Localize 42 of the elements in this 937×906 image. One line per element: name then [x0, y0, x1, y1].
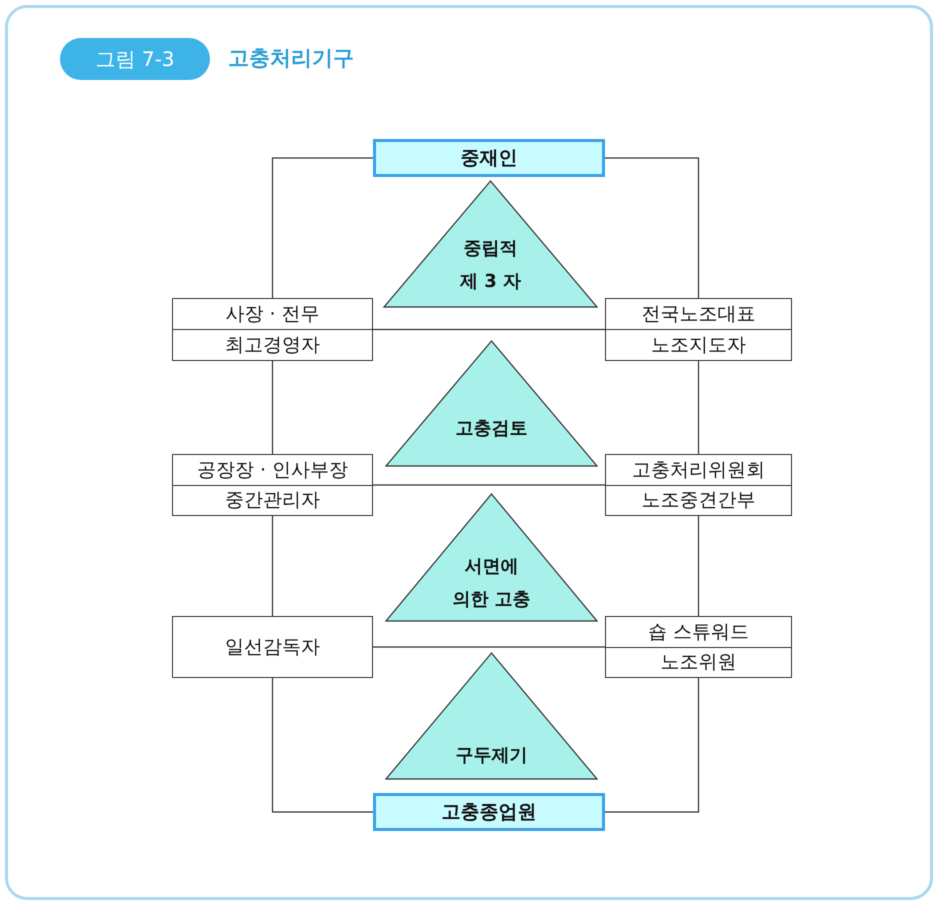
triangle-label: 중립적 제 3 자: [458, 237, 522, 294]
role-box: [172, 616, 373, 678]
connector-line: [272, 678, 373, 813]
role-box: [605, 454, 792, 516]
connector-line: [605, 157, 700, 298]
role-title: 고충처리위원회: [631, 458, 766, 483]
triangle: [385, 652, 598, 780]
role-box: [172, 298, 373, 361]
triangle: [385, 493, 598, 622]
role-title: 사장 · 전무: [224, 302, 321, 327]
role-title: 중재인: [460, 146, 518, 171]
role-title: 일선감독자: [224, 635, 321, 660]
role-box: [605, 616, 792, 678]
role-title: 숍 스튜워드: [646, 620, 750, 645]
connector-line: [272, 157, 373, 298]
triangle: [383, 180, 598, 308]
connector-line: [373, 646, 605, 648]
role-subtitle: 최고경영자: [173, 329, 372, 360]
role-subtitle: 노조위원: [606, 646, 791, 677]
figure-number: 그림 7-3: [60, 38, 210, 80]
role-title: 고충종업원: [440, 800, 538, 825]
role-subtitle: 중간관리자: [173, 484, 372, 515]
connector-line: [272, 516, 274, 616]
highlight-box: [373, 139, 605, 177]
connector-line: [272, 361, 274, 454]
triangle-label: 서면에 의한 고충: [451, 555, 532, 612]
triangle-label: 고충검토: [454, 416, 528, 441]
role-box: [605, 298, 792, 361]
triangle: [385, 340, 598, 467]
connector-line: [373, 328, 605, 330]
connector-line: [698, 516, 700, 616]
role-subtitle: 노조중견간부: [606, 484, 791, 515]
role-box: [172, 454, 373, 516]
role-subtitle: 노조지도자: [606, 329, 791, 360]
triangle-label: 구두제기: [454, 744, 528, 768]
role-title: 공장장 · 인사부장: [196, 458, 350, 483]
role-title: 전국노조대표: [640, 302, 756, 327]
title: 고충처리기구: [228, 45, 354, 72]
highlight-box: [373, 793, 605, 831]
connector-line: [605, 678, 700, 813]
connector-line: [373, 484, 605, 486]
connector-line: [698, 361, 700, 454]
